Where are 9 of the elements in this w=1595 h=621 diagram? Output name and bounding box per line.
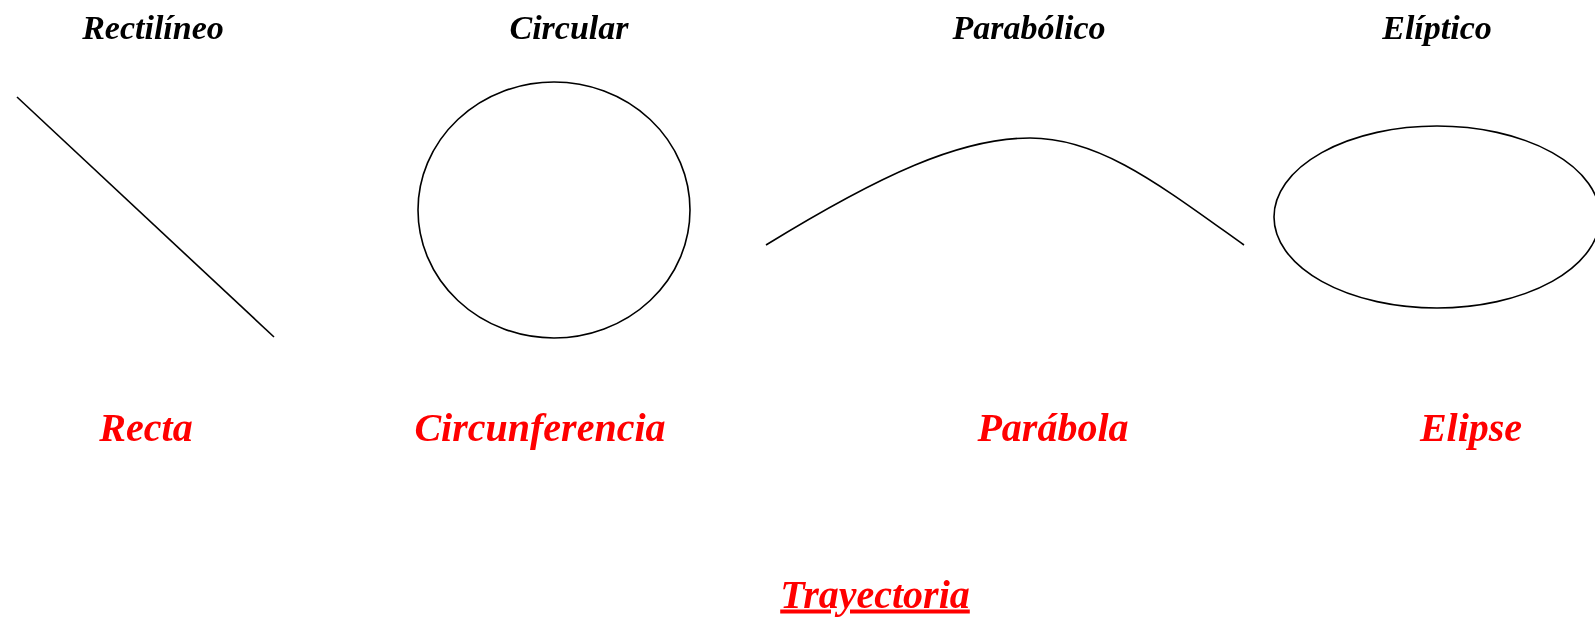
- shape-name: Rectilíneo: [82, 9, 224, 47]
- title: Trayectoria: [780, 570, 970, 618]
- shape-name: Circular: [509, 9, 629, 47]
- curve-name: Circunferencia: [414, 403, 666, 451]
- curve-name: Recta: [99, 403, 193, 451]
- curve-name: Elipse: [1419, 403, 1523, 451]
- shape-name: Parabólico: [952, 9, 1106, 47]
- shape-name: Elíptico: [1382, 9, 1492, 47]
- curve-name: Parábola: [977, 403, 1129, 451]
